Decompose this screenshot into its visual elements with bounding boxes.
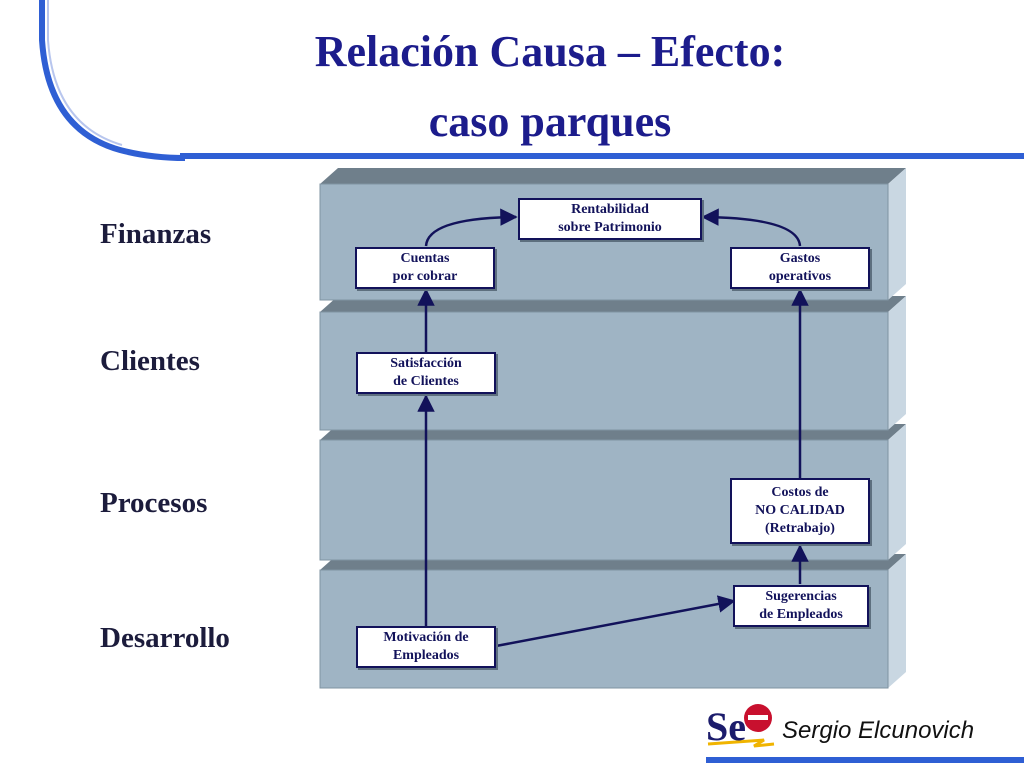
box-cuentas-por-cobrar: Cuentas por cobrar bbox=[355, 247, 495, 289]
footer-rule bbox=[706, 757, 1024, 763]
box-motivacion-empleados: Motivación de Empleados bbox=[356, 626, 496, 668]
logo-letters: Se bbox=[706, 704, 746, 749]
author-name: Sergio Elcunovich bbox=[782, 717, 975, 744]
se-logo-icon: Se bbox=[706, 704, 775, 749]
arrow-motivacion-to-sugerencias bbox=[495, 595, 736, 648]
box-gastos-label: Gastos operativos bbox=[768, 251, 832, 284]
box-sugerencias-empleados: Sugerencias de Empleados bbox=[733, 585, 869, 627]
box-rentabilidad: Rentabilidad sobre Patrimonio bbox=[518, 198, 702, 240]
box-cuentas-label: Cuentas por cobrar bbox=[392, 251, 458, 284]
box-gastos-operativos: Gastos operativos bbox=[730, 247, 870, 289]
box-rentabilidad-label: Rentabilidad sobre Patrimonio bbox=[558, 202, 662, 235]
layer-label-clientes: Clientes bbox=[100, 345, 200, 377]
box-satisfaccion-label: Satisfacción de Clientes bbox=[390, 356, 462, 389]
box-sugerencias-label: Sugerencias de Empleados bbox=[759, 589, 843, 622]
box-costos-no-calidad: Costos de NO CALIDAD (Retrabajo) bbox=[730, 478, 870, 544]
slide-title-line2: caso parques bbox=[428, 97, 672, 146]
box-costos-label: Costos de NO CALIDAD (Retrabajo) bbox=[755, 485, 845, 536]
slide-title-line1: Relación Causa – Efecto: bbox=[314, 27, 786, 76]
box-satisfaccion-clientes: Satisfacción de Clientes bbox=[356, 352, 496, 394]
layer-label-procesos: Procesos bbox=[100, 487, 208, 519]
arrow-cuentas-to-rentabilidad bbox=[424, 208, 518, 247]
layer-label-finanzas: Finanzas bbox=[100, 218, 212, 250]
box-motivacion-label: Motivación de Empleados bbox=[383, 630, 469, 663]
layer-label-desarrollo: Desarrollo bbox=[100, 622, 230, 654]
arrow-gastos-to-rentabilidad bbox=[701, 208, 802, 247]
